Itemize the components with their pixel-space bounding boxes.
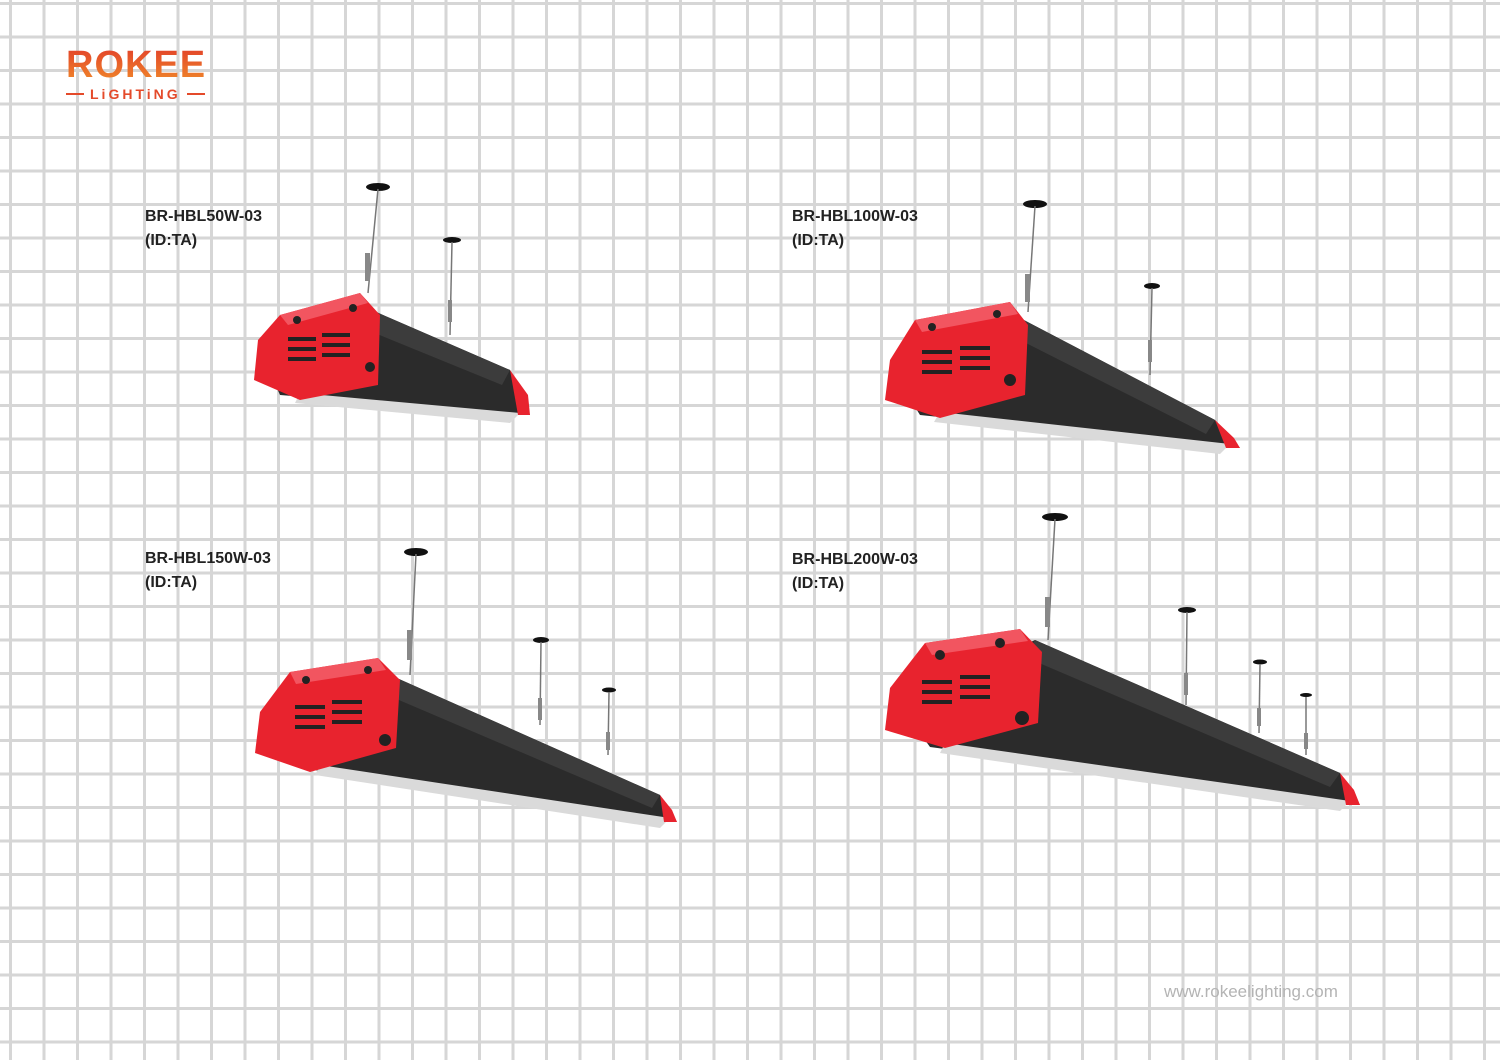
tagline-rule-right — [186, 93, 205, 95]
brand-name: ROKEE — [66, 46, 246, 84]
product-id: (ID:TA) — [145, 574, 198, 591]
product-image-100w — [885, 200, 1240, 454]
product-id: (ID:TA) — [792, 232, 845, 249]
product-model: BR-HBL50W-03 — [145, 208, 263, 225]
brand-tagline-row: LiGHTiNG — [66, 86, 246, 102]
product-id: (ID:TA) — [792, 575, 845, 592]
brand-logo: ROKEE LiGHTiNG — [66, 46, 246, 102]
tagline-rule-left — [66, 93, 84, 95]
product-image-200w — [885, 513, 1360, 811]
product-label-50w: BR-HBL50W-03 (ID:TA) — [145, 205, 262, 253]
product-image-50w — [254, 183, 530, 423]
product-label-150w: BR-HBL150W-03 (ID:TA) — [145, 547, 271, 595]
product-model: BR-HBL200W-03 — [792, 551, 918, 568]
product-model: BR-HBL150W-03 — [145, 550, 271, 567]
product-label-100w: BR-HBL100W-03 (ID:TA) — [792, 205, 918, 253]
product-label-200w: BR-HBL200W-03 (ID:TA) — [792, 548, 918, 596]
product-id: (ID:TA) — [145, 232, 198, 249]
product-model: BR-HBL100W-03 — [792, 208, 918, 225]
product-image-150w — [255, 548, 677, 828]
website-url: www.rokeelighting.com — [1164, 982, 1338, 1001]
brand-tagline: LiGHTiNG — [90, 86, 181, 102]
